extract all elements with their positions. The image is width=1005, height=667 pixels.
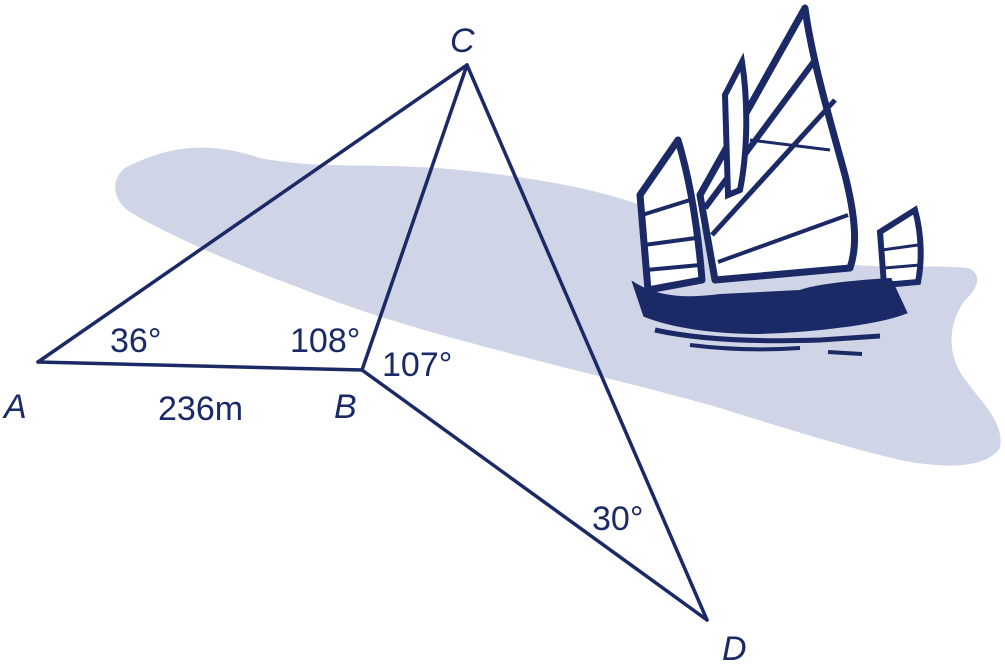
- segment-AC: [36, 63, 469, 364]
- angle-label-ABC: 108°: [290, 322, 360, 360]
- sailing-junk-icon: [631, 4, 924, 356]
- water-shape: [115, 147, 1001, 466]
- angle-label-CBD: 107°: [382, 346, 452, 384]
- segment-BD: [360, 368, 709, 622]
- segment-BC: [360, 63, 469, 372]
- angle-label-BDC: 30°: [592, 500, 643, 538]
- angle-label-CAB: 36°: [110, 322, 161, 360]
- segment-AB: [36, 360, 364, 372]
- point-label-D: D: [722, 630, 747, 662]
- point-label-A: A: [2, 388, 27, 426]
- point-label-B: B: [334, 388, 357, 426]
- length-label-AB: 236m: [158, 390, 243, 428]
- segment-CD: [465, 63, 709, 622]
- point-label-C: C: [450, 22, 475, 60]
- triangle-edges: [36, 63, 709, 622]
